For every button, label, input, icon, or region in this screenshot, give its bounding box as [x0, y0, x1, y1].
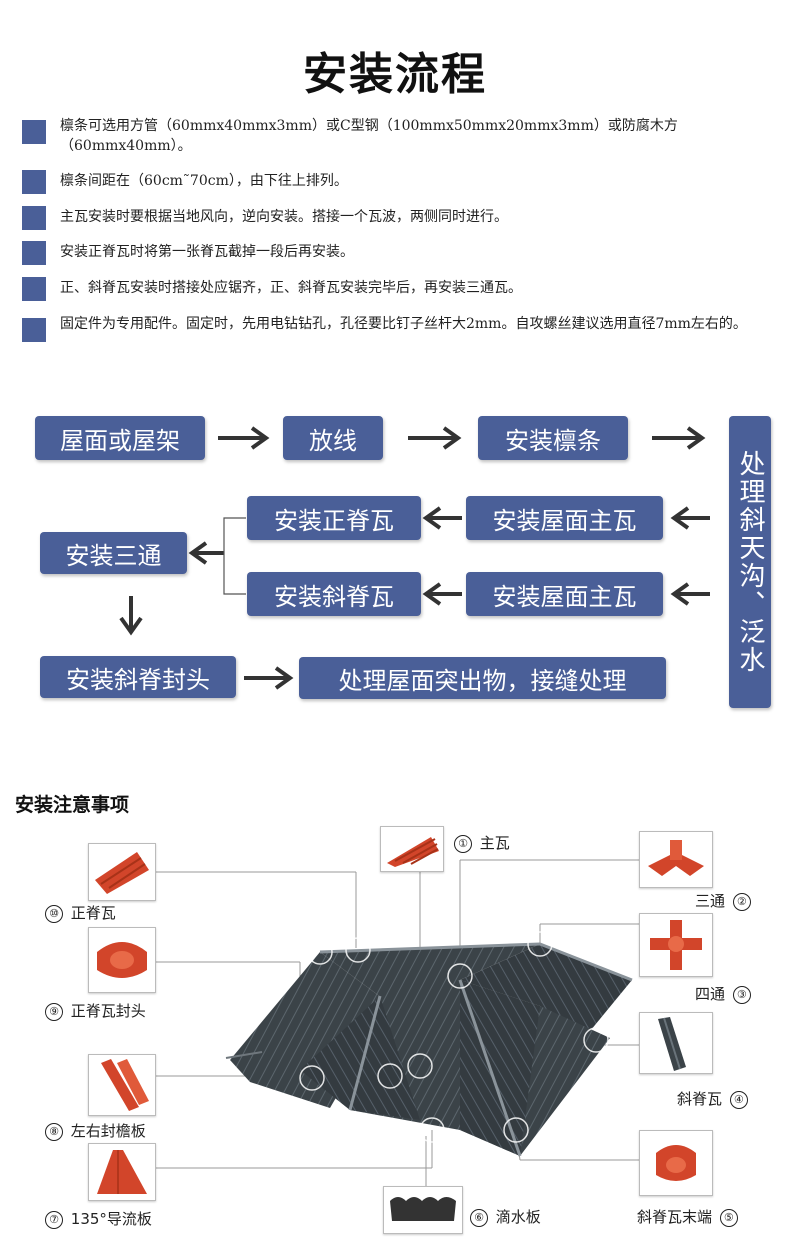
flow-step-roof: 屋面或屋架 [35, 416, 205, 460]
deflector-thumb [88, 1143, 156, 1201]
label-deflector-num: ⑦ [45, 1210, 63, 1229]
label-cross-text: 四通 [695, 985, 726, 1003]
drip-board-image [390, 1197, 456, 1221]
note-bullet [22, 318, 46, 342]
label-ridge-end-num: ⑨ [45, 1002, 63, 1021]
note-6: 固定件为专用配件。固定时，先用电钻钻孔，孔径要比钉子丝杆大2mm。自攻螺丝建议选… [60, 316, 747, 332]
hip-end-thumb [639, 1130, 713, 1196]
ridge-end-thumb [88, 927, 156, 993]
label-hip-end-num: ⑤ [719, 1208, 738, 1227]
cross-thumb [639, 913, 713, 977]
flow-step-hip-end: 安装斜脊封头 [40, 656, 236, 698]
label-deflector-text: 135°导流板 [70, 1210, 152, 1228]
label-cross-num: ③ [732, 985, 751, 1004]
label-tee-num: ② [732, 892, 751, 911]
ridge-tile-thumb [88, 843, 156, 901]
note-bullet [22, 241, 46, 265]
label-drip-board-num: ⑥ [470, 1208, 488, 1227]
drip-board-thumb [383, 1186, 463, 1234]
flow-step-gutter-label: 处理斜天沟、泛水 [735, 450, 765, 674]
main-tile-thumb [380, 826, 444, 872]
flow-step-tee: 安装三通 [40, 532, 187, 574]
flow-step-ridge-tile: 安装正脊瓦 [247, 496, 421, 540]
label-drip-board: ⑥ 滴水板 [467, 1206, 541, 1227]
roof-diagram [156, 859, 640, 1196]
tee-image [648, 840, 704, 876]
flow-step-layout: 放线 [283, 416, 383, 460]
flow-connectors [119, 426, 710, 690]
label-hip-tile-text: 斜脊瓦 [677, 1090, 723, 1108]
note-bullet [22, 170, 46, 194]
label-fascia-text: 左右封檐板 [70, 1122, 146, 1140]
label-main-tile-text: 主瓦 [479, 834, 510, 852]
ridge-end-image [97, 942, 147, 978]
label-fascia: ⑧ 左右封檐板 [42, 1120, 146, 1141]
tee-thumb [639, 831, 713, 888]
notes-section-title: 安装注意事项 [15, 794, 130, 816]
note-bullet [22, 206, 46, 230]
label-tee-text: 三通 [695, 892, 726, 910]
label-main-tile-num: ① [454, 834, 472, 853]
flow-step-protrusions: 处理屋面突出物，接缝处理 [299, 657, 666, 699]
note-4: 安装正脊瓦时将第一张脊瓦截掉一段后再安装。 [60, 244, 354, 260]
fascia-image [101, 1059, 149, 1111]
label-hip-end: 斜脊瓦末端 ⑤ [637, 1206, 741, 1227]
label-cross: 四通 ③ [695, 983, 754, 1004]
label-ridge-tile: ⑩ 正脊瓦 [42, 902, 116, 923]
label-drip-board-text: 滴水板 [495, 1208, 541, 1226]
hip-tile-image [658, 1017, 686, 1071]
page-title: 安装流程 [303, 49, 487, 100]
note-5: 正、斜脊瓦安装时搭接处应锯齐，正、斜脊瓦安装完毕后，再安装三通瓦。 [60, 280, 522, 296]
label-hip-tile: 斜脊瓦 ④ [677, 1088, 751, 1109]
hip-tile-thumb [639, 1012, 713, 1074]
label-ridge-end: ⑨ 正脊瓦封头 [42, 1000, 146, 1021]
deflector-image [97, 1150, 147, 1194]
label-hip-tile-num: ④ [729, 1090, 748, 1109]
note-2: 檩条间距在（60cm˜70cm），由下往上排列。 [60, 173, 348, 189]
flow-step-purlin: 安装檩条 [478, 416, 628, 460]
note-3: 主瓦安装时要根据当地风向，逆向安装。搭接一个瓦波，两侧同时进行。 [60, 209, 508, 225]
note-1: 檩条可选用方管（60mmx40mmx3mm）或C型钢（100mmx50mmx20… [60, 118, 678, 154]
cross-image [650, 920, 702, 970]
label-ridge-tile-text: 正脊瓦 [70, 904, 116, 922]
ridge-tile-image [95, 852, 149, 894]
label-ridge-tile-num: ⑩ [45, 904, 63, 923]
label-deflector: ⑦ 135°导流板 [42, 1208, 152, 1229]
label-main-tile: ① 主瓦 [451, 832, 510, 853]
label-fascia-num: ⑧ [45, 1122, 63, 1141]
flow-step-gutter: 处理斜天沟、泛水 [729, 416, 771, 708]
main-tile-image [387, 837, 439, 867]
note-bullet [22, 277, 46, 301]
fascia-thumb [88, 1054, 156, 1116]
label-hip-end-text: 斜脊瓦末端 [637, 1208, 713, 1226]
flow-step-hip-tile: 安装斜脊瓦 [247, 572, 421, 616]
label-ridge-end-text: 正脊瓦封头 [70, 1002, 146, 1020]
note-bullet [22, 120, 46, 144]
flow-step-main-tile-1: 安装屋面主瓦 [466, 496, 663, 540]
flow-step-main-tile-2: 安装屋面主瓦 [466, 572, 663, 616]
label-tee: 三通 ② [695, 890, 754, 911]
hip-end-image [656, 1145, 696, 1181]
